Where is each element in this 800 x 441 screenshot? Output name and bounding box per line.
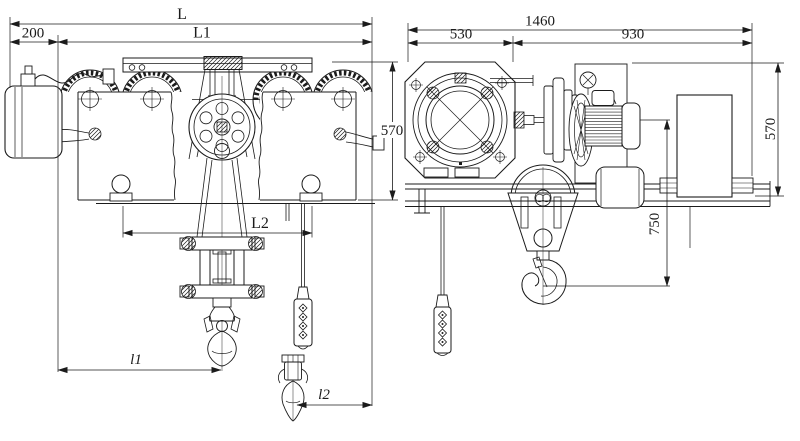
alignment-marks: [409, 76, 509, 164]
dim-label-motor-section: 930: [622, 27, 645, 43]
dim-label-hook-right: l2: [318, 387, 330, 403]
power-cable: [34, 73, 105, 84]
wire-ropes: [196, 157, 248, 238]
dim-label-front-height: 570: [381, 123, 404, 139]
right-side-plate: [257, 87, 385, 202]
raised-hook-front: [277, 354, 309, 422]
main-hook: [207, 330, 237, 367]
rail-beam: [405, 181, 771, 214]
hook-block-side: [507, 164, 579, 305]
dim-label-rail-gauge: L2: [251, 215, 269, 232]
hook-block-front: [179, 236, 265, 367]
dim-label-drum-section: 530: [450, 27, 473, 43]
trolley-wheel-side: [595, 166, 645, 209]
pendant-control-side: [433, 206, 452, 356]
hoist-motor: [584, 90, 641, 150]
front-view: L L1 200 L2 l1 l2 570: [4, 6, 408, 422]
rope-drum-end-plate: [404, 61, 534, 179]
dim-label-hook-headroom: 750: [647, 213, 663, 236]
travel-motor: [4, 65, 115, 159]
dim-label-end-offset: 200: [22, 26, 45, 42]
counterweight: [659, 94, 754, 248]
dim-label-hook-left: l1: [130, 352, 142, 368]
front-machine-body: [4, 56, 385, 422]
side-hook: [521, 259, 567, 305]
drum-shaft-coupling: [513, 111, 545, 129]
dim-label-overall-length: 1460: [525, 14, 555, 30]
side-view: 1460 530 930 570 750: [404, 14, 784, 356]
pendant-control-front: [285, 203, 313, 350]
front-dimensions: L L1 200 L2 l1 l2 570: [9, 6, 408, 409]
dim-label-frame-width: L1: [193, 25, 211, 42]
side-dimensions: 1460 530 930 570 750: [407, 14, 784, 287]
side-machine-body: [404, 61, 771, 356]
dim-label-overall-width: L: [177, 6, 187, 23]
dim-label-side-height: 570: [763, 118, 779, 141]
